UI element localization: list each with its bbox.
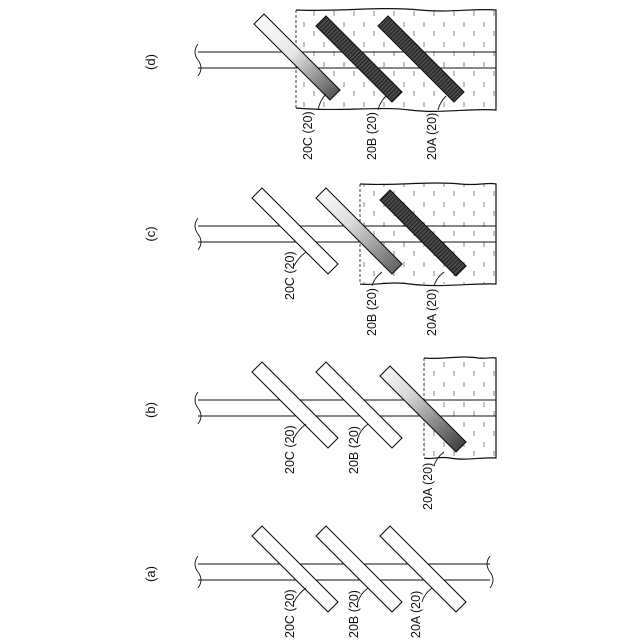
panel-c-label-20C: 20C (20) [283,251,297,300]
panel-b-label: (b) [143,402,158,418]
panel-d-label: (d) [143,54,158,70]
panel-c-label: (c) [143,226,158,241]
panel-b-label-20B: 20B (20) [347,426,361,474]
panel-a: (a) 20C (20) 20B (20) 20A (20) [143,526,493,638]
panel-a-label-20A: 20A (20) [409,591,423,638]
panel-c-label-20B: 20B (20) [365,288,379,336]
panel-b-label-20A: 20A (20) [421,463,435,510]
panel-c: (c) 20C (20) 20B (20) 20A (20) [143,183,496,336]
panel-a-label: (a) [143,566,158,582]
panel-d-label-20B: 20B (20) [365,112,379,160]
panel-a-leader-a [422,588,432,602]
panel-b-label-20C: 20C (20) [283,425,297,474]
panel-b: (b) 20C (20) 20B (20) 20A (20) [143,357,496,510]
panel-a-label-20C: 20C (20) [283,589,297,638]
panel-d-label-20A: 20A (20) [425,113,439,160]
panel-d-label-20C: 20C (20) [301,111,315,160]
panel-a-label-20B: 20B (20) [347,590,361,638]
panel-c-label-20A: 20A (20) [425,289,439,336]
panel-d: (d) 20C (20) 20B (20) 20A (20) [143,9,496,160]
